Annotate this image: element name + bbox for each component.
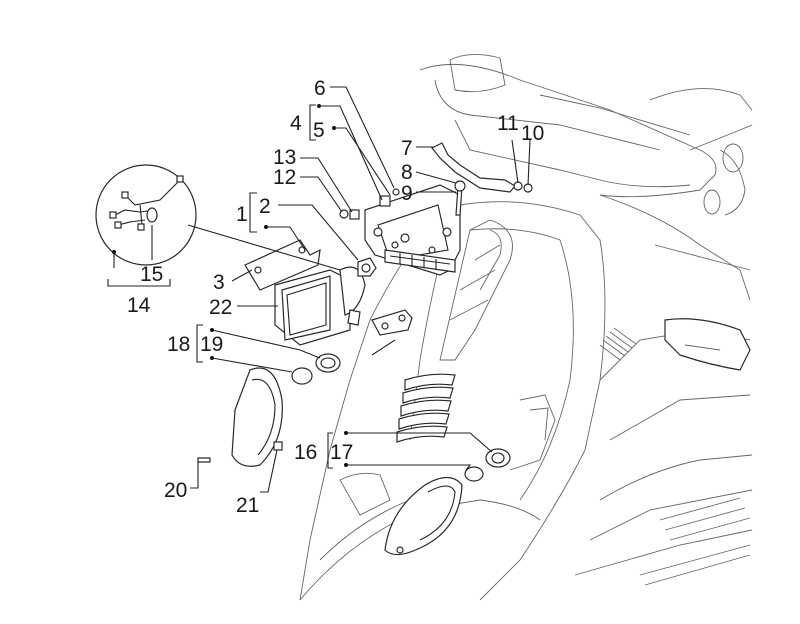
callout-18: 18 <box>167 333 190 356</box>
cable-clamp <box>431 142 533 216</box>
callout-4: 4 <box>290 112 302 135</box>
callout-8: 8 <box>401 161 413 184</box>
fasteners <box>197 441 283 463</box>
horn-grille <box>396 373 456 443</box>
callout-1: 1 <box>236 203 248 226</box>
headlamp-bracket <box>244 239 321 291</box>
callout-5: 5 <box>313 119 325 142</box>
callout-2: 2 <box>259 195 271 218</box>
callout-16: 16 <box>294 441 317 464</box>
callout-14: 14 <box>127 294 151 317</box>
callout-labels: 1 2 3 4 5 6 7 8 9 10 11 12 13 14 15 16 1… <box>127 77 544 517</box>
callout-21: 21 <box>236 494 259 517</box>
callout-20: 20 <box>164 479 187 502</box>
wiring-harness-inset <box>95 164 197 266</box>
callout-7: 7 <box>401 137 413 160</box>
callout-6: 6 <box>314 77 326 100</box>
callout-15: 15 <box>140 263 163 286</box>
callout-19: 19 <box>200 333 223 356</box>
callout-10: 10 <box>521 122 544 145</box>
callout-12: 12 <box>273 166 296 189</box>
headlamp-unit <box>274 266 366 346</box>
callout-13: 13 <box>273 146 296 169</box>
callout-22: 22 <box>209 296 232 319</box>
floor-mat-strips <box>599 327 751 586</box>
callout-11: 11 <box>497 112 519 135</box>
turn-signal <box>384 448 511 556</box>
leader-lines <box>107 86 531 493</box>
lower-bracket <box>371 309 413 336</box>
headlamp-support-bracket <box>364 184 461 276</box>
front-glass-and-bulb <box>231 353 341 467</box>
callout-3: 3 <box>213 271 225 294</box>
callout-9: 9 <box>401 182 413 205</box>
callout-17: 17 <box>330 441 353 464</box>
headlamp-bulb <box>357 257 377 277</box>
